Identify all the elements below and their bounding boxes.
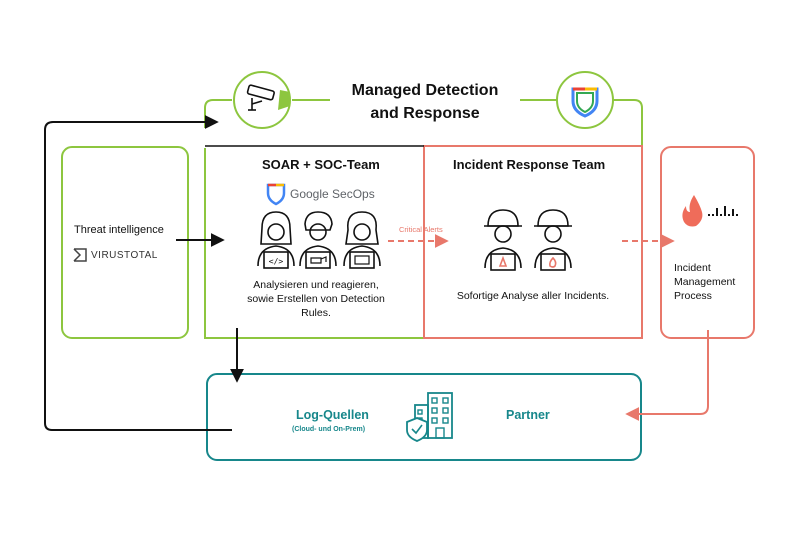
- page-title-line1: Managed Detection: [351, 82, 499, 99]
- soc-analyst-icon: [299, 211, 337, 269]
- fire-icon: [682, 195, 703, 227]
- log-sources-sub: (Cloud- und On-Prem): [292, 426, 366, 433]
- signal-bars-icon: [708, 206, 738, 216]
- irt-description: Sofortige Analyse aller Incidents.: [456, 290, 610, 302]
- loop-arrow: [44, 115, 232, 431]
- soar-description-line1: Analysieren und reagieren,: [253, 279, 379, 291]
- irt-box: [423, 145, 643, 339]
- incident-to-partner-arrow: [625, 330, 709, 421]
- svg-text:</>: </>: [269, 257, 284, 266]
- soar-description-line2: sowie Erstellen von Detection: [247, 293, 385, 305]
- incident-box: [660, 146, 755, 339]
- page-title-line2: and Response: [370, 105, 480, 122]
- google-secops-label: Google SecOps: [290, 187, 375, 201]
- incident-label-line3: Process: [674, 290, 712, 302]
- shield-circle-icon: [556, 71, 614, 129]
- camera-circle-icon: [233, 71, 291, 129]
- soc-analyst-icon: </>: [257, 211, 295, 269]
- log-sources-label: Log-Quellen: [296, 408, 369, 422]
- soar-description-line3: Rules.: [301, 307, 331, 319]
- partner-label: Partner: [506, 408, 550, 422]
- virustotal-logo-icon: [73, 248, 87, 262]
- threat-intel-box: [61, 146, 189, 339]
- incident-label-line2: Management: [674, 276, 736, 288]
- firefighter-icon: [484, 209, 522, 271]
- firefighter-icon: [534, 209, 572, 271]
- critical-alerts-label: Critical Alerts: [399, 225, 443, 234]
- virustotal-label: VIRUSTOTAL: [91, 250, 158, 261]
- log-partner-box: [206, 373, 642, 461]
- google-secops-logo-icon: [266, 183, 286, 206]
- irt-heading: Incident Response Team: [453, 157, 606, 172]
- soc-analyst-icon: [343, 211, 381, 269]
- incident-label-line1: Incident: [674, 262, 711, 274]
- building-icon: [406, 392, 453, 442]
- mdr-frame: [204, 99, 643, 339]
- threat-intel-label: Threat intelligence: [74, 224, 164, 236]
- soar-heading: SOAR + SOC-Team: [262, 157, 380, 172]
